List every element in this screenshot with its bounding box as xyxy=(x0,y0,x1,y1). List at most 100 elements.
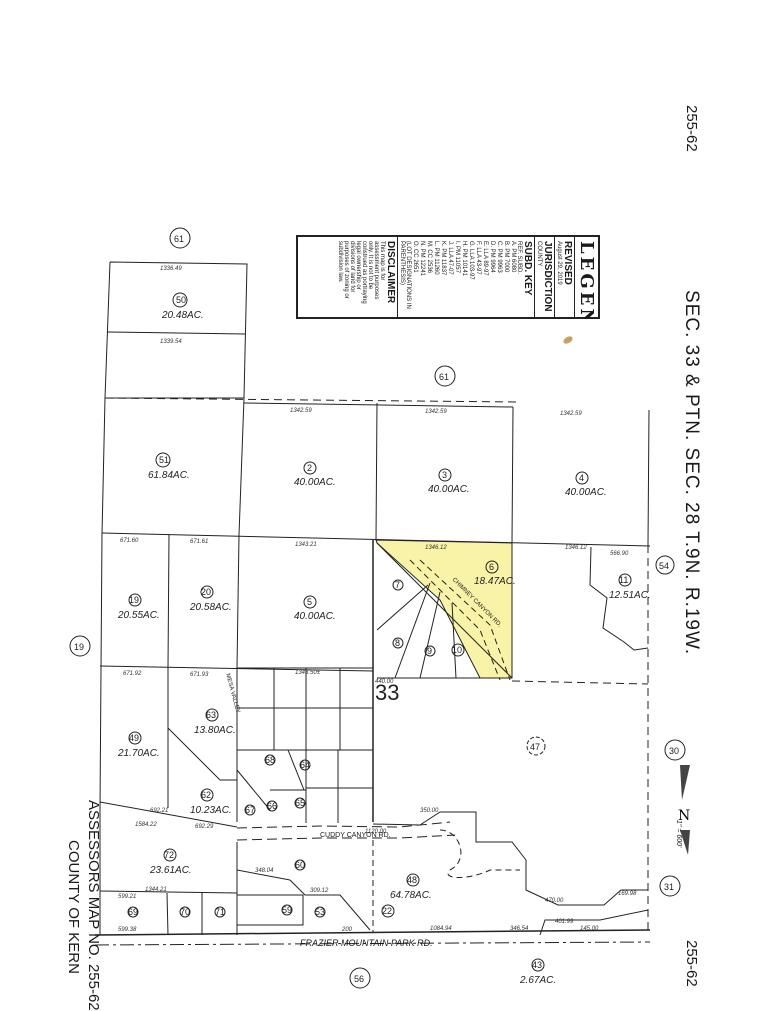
jurisdiction-label: JURISDICTION xyxy=(542,241,553,312)
svg-text:50: 50 xyxy=(176,295,186,305)
svg-text:1339.54: 1339.54 xyxy=(160,339,182,345)
svg-text:20.48AC.: 20.48AC. xyxy=(161,310,204,321)
assessors-map-number: ASSESSORS MAP NO. 255-62 xyxy=(85,800,102,1011)
svg-text:671.92: 671.92 xyxy=(123,671,142,677)
svg-text:8: 8 xyxy=(395,638,400,648)
svg-text:40.00AC.: 40.00AC. xyxy=(294,477,336,488)
svg-text:692.21: 692.21 xyxy=(150,808,168,814)
svg-text:1343.50±: 1343.50± xyxy=(295,670,321,676)
svg-text:68: 68 xyxy=(265,755,275,765)
svg-text:4: 4 xyxy=(579,473,584,483)
svg-text:20.55AC.: 20.55AC. xyxy=(117,610,160,621)
parcel-53: 53 xyxy=(314,906,326,918)
svg-text:440.00: 440.00 xyxy=(375,679,394,685)
svg-text:63: 63 xyxy=(206,710,216,720)
svg-text:22: 22 xyxy=(382,906,392,916)
scale-label: 1" = 600' xyxy=(675,820,682,848)
svg-text:62: 62 xyxy=(201,790,211,800)
svg-text:1344.21: 1344.21 xyxy=(145,887,167,893)
svg-text:40.00AC.: 40.00AC. xyxy=(565,487,607,498)
north-arrow-icon: N xyxy=(678,765,690,855)
svg-text:3: 3 xyxy=(442,470,447,480)
map-number-top: 255-62 xyxy=(683,105,700,152)
svg-text:13.80AC.: 13.80AC. xyxy=(194,725,236,736)
svg-text:19: 19 xyxy=(74,642,84,652)
svg-text:200: 200 xyxy=(341,927,353,933)
county-name: COUNTY OF KERN xyxy=(65,840,82,974)
revised-date: August 29, 2019 xyxy=(556,241,562,285)
svg-text:1346.12: 1346.12 xyxy=(425,545,447,551)
parcel-63: 63 13.80AC. xyxy=(194,708,236,736)
legend-title: LEGEND xyxy=(574,237,598,319)
svg-text:671.60: 671.60 xyxy=(120,538,139,544)
parcel-65: 65 xyxy=(294,797,306,809)
adjacent-map-markers: 61 61 19 54 30 31 56 xyxy=(69,227,686,989)
svg-text:19: 19 xyxy=(129,595,139,605)
parcel-10: 10 xyxy=(451,643,465,657)
svg-text:1346.12: 1346.12 xyxy=(565,545,587,551)
svg-text:64: 64 xyxy=(300,760,310,770)
svg-text:1584.22: 1584.22 xyxy=(135,822,157,828)
parcel-22: 22 xyxy=(381,904,395,918)
stain xyxy=(563,336,573,344)
svg-text:599.21: 599.21 xyxy=(118,894,136,900)
parcel-6: 618.47AC. xyxy=(474,560,516,587)
svg-text:5: 5 xyxy=(307,597,312,607)
svg-text:43: 43 xyxy=(532,960,542,970)
parcel-43: 432.67AC. xyxy=(519,958,556,986)
subd-key-label: SUBD. KEY xyxy=(522,241,533,296)
svg-text:21.70AC.: 21.70AC. xyxy=(117,748,160,759)
legend-panel: LEGEND REVISED August 29, 2019 JURISDICT… xyxy=(296,235,600,319)
road-frazier-mountain-park: FRAZIER MOUNTAIN PARK RD. xyxy=(300,938,433,948)
svg-text:2: 2 xyxy=(307,463,312,473)
parcel-51: 51 61.84AC. xyxy=(148,452,190,481)
parcel-60: 60 xyxy=(294,859,306,871)
svg-text:56: 56 xyxy=(354,974,364,984)
parcel-49: 49 21.70AC. xyxy=(117,731,160,759)
disclaimer-text: This map is for assessment purposes only… xyxy=(337,241,385,304)
svg-text:1120.00: 1120.00 xyxy=(365,829,387,835)
svg-text:51: 51 xyxy=(159,455,169,465)
svg-text:692.29: 692.29 xyxy=(195,824,214,830)
parcel-5: 5 40.00AC. xyxy=(294,595,336,622)
parcel-47: 47 xyxy=(526,736,546,756)
svg-text:72: 72 xyxy=(164,850,174,860)
svg-text:30: 30 xyxy=(669,746,679,756)
parcel-64: 64 xyxy=(299,759,311,771)
svg-text:64.78AC.: 64.78AC. xyxy=(390,890,432,901)
parcel-3: 3 40.00AC. xyxy=(428,468,470,495)
svg-text:348.04: 348.04 xyxy=(255,868,274,874)
svg-text:40.00AC.: 40.00AC. xyxy=(428,484,470,495)
svg-text:49: 49 xyxy=(129,733,139,743)
svg-text:61: 61 xyxy=(439,372,449,382)
svg-text:31: 31 xyxy=(664,882,674,892)
svg-text:53: 53 xyxy=(315,907,325,917)
parcel-50: 50 20.48AC. xyxy=(161,292,204,321)
revised-label: REVISED xyxy=(562,241,573,285)
parcel-67: 67 xyxy=(244,804,256,816)
parcel-70: 70 xyxy=(179,906,191,918)
parcel-71: 71 xyxy=(214,906,226,918)
svg-text:61.84AC.: 61.84AC. xyxy=(148,470,190,481)
svg-text:6: 6 xyxy=(489,562,494,572)
svg-text:71: 71 xyxy=(215,907,225,917)
svg-text:65: 65 xyxy=(295,798,305,808)
svg-text:61: 61 xyxy=(174,234,184,244)
disclaimer-label: DISCLAIMER xyxy=(385,241,396,304)
svg-text:54: 54 xyxy=(659,561,669,571)
parcel-66: 66 xyxy=(266,800,278,812)
svg-text:7: 7 xyxy=(395,580,400,590)
section-title: SEC. 33 & PTN. SEC. 28 T.9N. R.19W. xyxy=(681,290,702,656)
parcel-68: 68 xyxy=(264,754,276,766)
svg-text:40.00AC.: 40.00AC. xyxy=(294,611,336,622)
svg-text:69: 69 xyxy=(128,907,138,917)
svg-text:47: 47 xyxy=(530,742,540,752)
svg-text:60: 60 xyxy=(295,860,305,870)
svg-text:401.99: 401.99 xyxy=(555,919,574,925)
